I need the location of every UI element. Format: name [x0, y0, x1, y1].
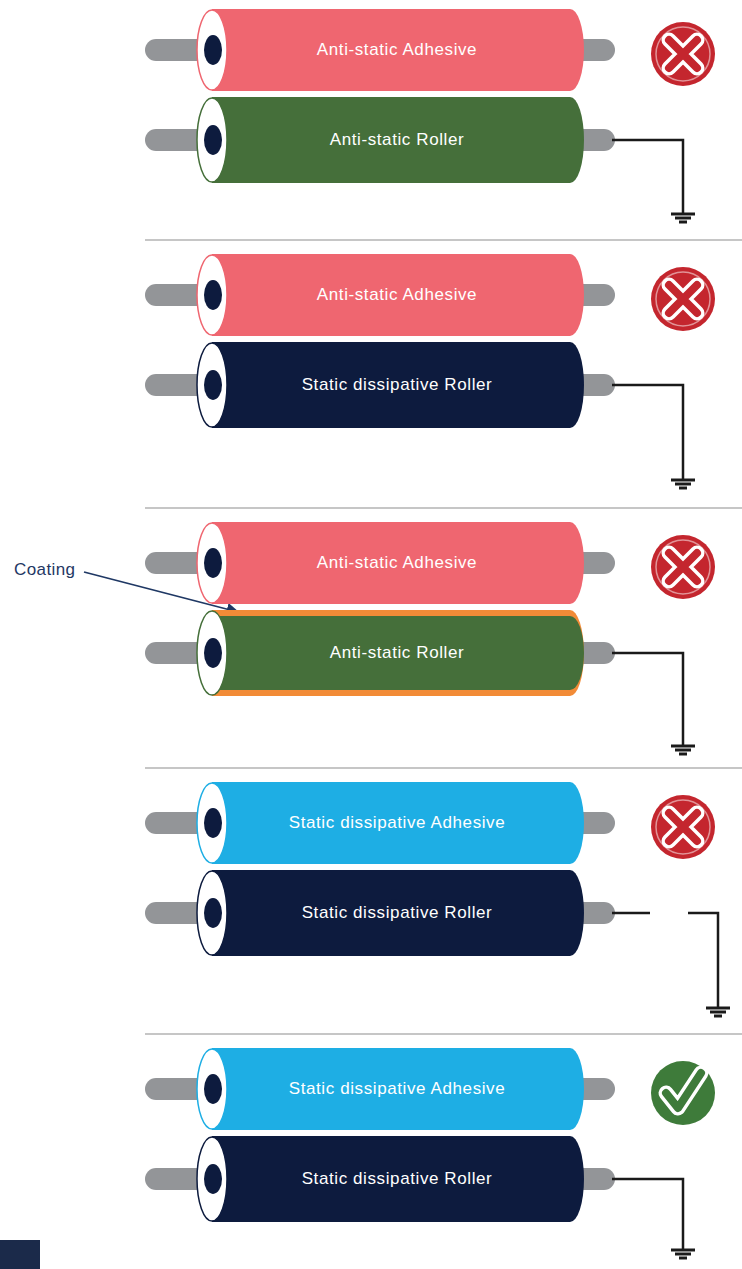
cylinder-body	[212, 870, 584, 956]
roller-label: Anti-static Roller	[330, 643, 465, 663]
ground-symbol	[671, 214, 695, 222]
roller-axle	[145, 39, 615, 1190]
ground-symbol	[671, 480, 695, 488]
wrong-icon	[651, 22, 715, 86]
cylinder-end-cap	[197, 255, 227, 335]
cylinder-end-cap	[197, 10, 227, 90]
coating-layer	[212, 610, 584, 696]
cylinder-end-cap	[197, 523, 227, 603]
roller-label: Anti-static Adhesive	[317, 285, 477, 305]
roller-label: Anti-static Adhesive	[317, 40, 477, 60]
roller-label: Static dissipative Roller	[302, 375, 493, 395]
cylinder-end-cap	[197, 1049, 227, 1129]
adhesive-roller: Anti-static Adhesive	[196, 9, 584, 91]
ground-symbol	[706, 1008, 730, 1016]
cylinder-body	[212, 1048, 584, 1130]
wrong-icon	[651, 795, 715, 859]
roller-label: Anti-static Adhesive	[317, 553, 477, 573]
wrong-icon	[651, 535, 715, 599]
cylinder-bore	[204, 1164, 222, 1194]
cylinder-body	[212, 9, 584, 91]
cylinder-bore	[204, 548, 222, 578]
cylinder-body	[212, 97, 584, 183]
cylinder-body	[212, 616, 584, 690]
roller-label: Static dissipative Roller	[302, 1169, 493, 1189]
cylinder-bore	[204, 638, 222, 668]
cylinder-bore	[204, 280, 222, 310]
cylinder-bore	[204, 35, 222, 65]
adhesive-roller: Static dissipative Adhesive	[196, 1048, 584, 1130]
page-corner-block	[0, 1240, 40, 1269]
ground-symbol	[671, 746, 695, 754]
roller: Anti-static Roller	[196, 610, 584, 696]
cylinder-end-cap	[197, 783, 227, 863]
correct-icon	[651, 1061, 715, 1125]
panel-divider	[145, 240, 742, 1034]
cylinder-bore	[204, 898, 222, 928]
cylinder-end-cap	[197, 611, 227, 695]
cylinder-end-cap	[197, 343, 227, 427]
cylinder-bore	[204, 808, 222, 838]
cylinder-bore	[204, 370, 222, 400]
cylinder-body	[212, 1136, 584, 1222]
roller-label: Static dissipative Roller	[302, 903, 493, 923]
cylinder-end-cap	[197, 98, 227, 182]
roller: Static dissipative Roller	[196, 870, 584, 956]
adhesive-roller: Anti-static Adhesive	[196, 254, 584, 336]
roller: Static dissipative Roller	[196, 342, 584, 428]
roller-label: Anti-static Roller	[330, 130, 465, 150]
roller: Anti-static Roller	[196, 97, 584, 183]
roller: Static dissipative Roller	[196, 1136, 584, 1222]
ground-wire	[612, 140, 718, 1250]
cylinder-body	[212, 522, 584, 604]
wrong-icon	[651, 267, 715, 331]
cylinder-body	[212, 254, 584, 336]
roller-label: Static dissipative Adhesive	[289, 813, 506, 833]
cylinder-body	[212, 782, 584, 864]
adhesive-roller: Static dissipative Adhesive	[196, 782, 584, 864]
cylinder-end-cap	[197, 1137, 227, 1221]
ground-symbol	[671, 1250, 695, 1258]
cylinder-bore	[204, 1074, 222, 1104]
callout-label: Coating	[14, 560, 75, 580]
cylinder-body	[212, 342, 584, 428]
cylinder-end-cap	[197, 871, 227, 955]
roller-label: Static dissipative Adhesive	[289, 1079, 506, 1099]
cylinder-bore	[204, 125, 222, 155]
adhesive-roller: Anti-static Adhesive	[196, 522, 584, 604]
